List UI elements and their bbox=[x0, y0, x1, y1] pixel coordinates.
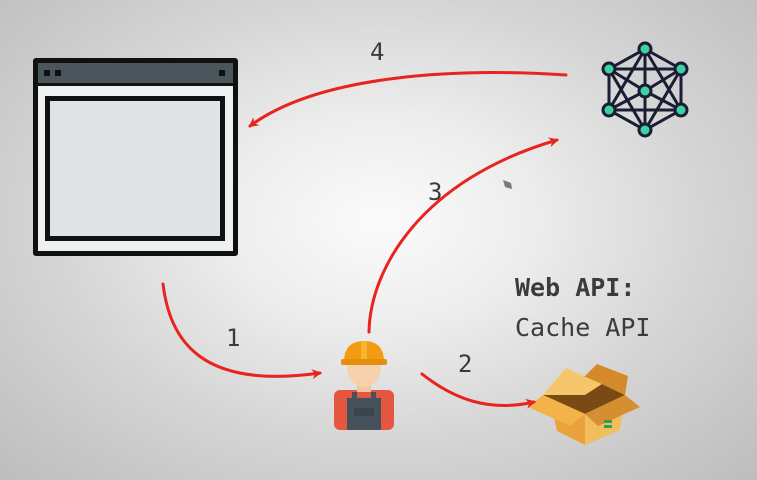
network-graph-icon bbox=[601, 41, 689, 138]
arrow-step-4 bbox=[248, 71, 568, 128]
construction-worker-icon bbox=[334, 341, 394, 430]
arrow-step-1 bbox=[161, 282, 322, 380]
step-2-label: 2 bbox=[458, 350, 473, 378]
step-4-label: 4 bbox=[370, 38, 385, 66]
cursor-icon bbox=[503, 180, 512, 189]
browser-window-icon bbox=[33, 58, 238, 256]
api-heading: Web API: bbox=[515, 273, 636, 302]
open-box-icon bbox=[528, 364, 640, 445]
step-3-label: 3 bbox=[428, 178, 443, 206]
arrow-step-3 bbox=[367, 137, 559, 334]
arrow-step-2 bbox=[420, 372, 536, 409]
step-1-label: 1 bbox=[226, 324, 241, 352]
api-name: Cache API bbox=[515, 313, 651, 342]
